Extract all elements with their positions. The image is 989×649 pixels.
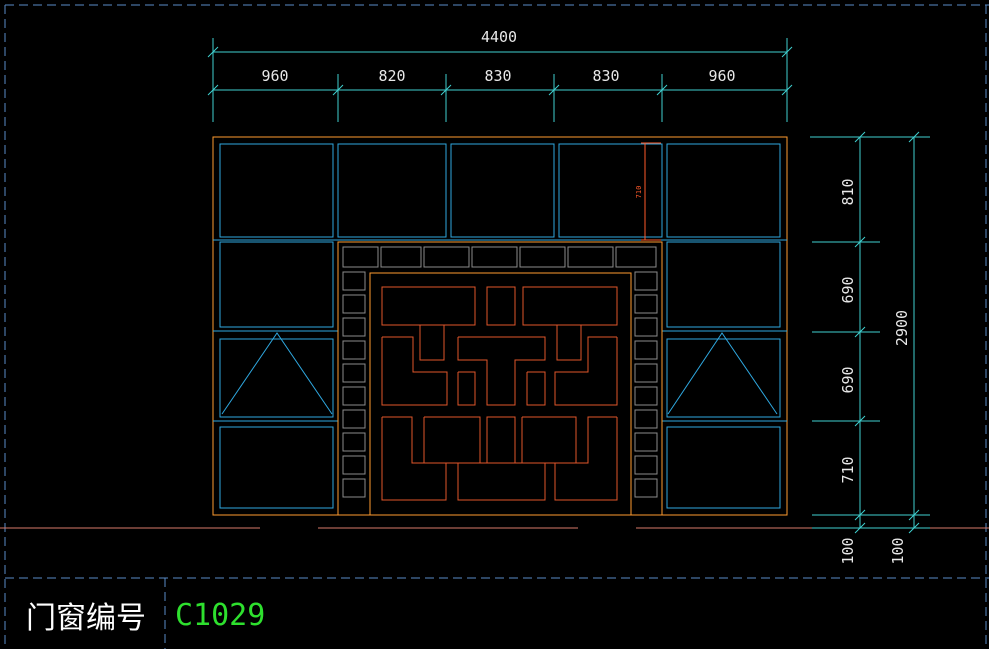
inner-small-dimension-label: 710 [635,186,643,199]
brick-pattern [342,246,658,498]
lattice-frame [369,272,632,516]
sheet-border [4,4,989,649]
bottom-offset-label-2: 100 [889,537,907,564]
window-outer-frame [212,136,788,516]
inner-small-dimension [641,142,661,241]
right-triangle-mark [667,332,778,415]
column-width-label-5: 960 [708,67,735,85]
column-width-label-1: 960 [261,67,288,85]
top-dimensions [207,38,793,122]
right-glass-panes [662,241,787,509]
row-height-label-3: 690 [839,366,857,393]
column-width-label-4: 830 [592,67,619,85]
left-glass-panes [213,241,338,509]
row-height-label-4: 710 [839,456,857,483]
column-width-label-2: 820 [378,67,405,85]
window-code: C1029 [175,598,265,633]
window-number-label: 门窗编号 [26,601,146,636]
row-height-label-2: 690 [839,276,857,303]
right-dimensions [810,131,930,534]
bottom-offset-label-1: 100 [839,537,857,564]
top-glass-panes [213,143,787,241]
row-height-label-1: 810 [839,178,857,205]
column-width-label-3: 830 [484,67,511,85]
brick-surround-frame [337,241,663,516]
overall-height-label: 2900 [893,310,911,346]
lattice-pattern [381,286,618,501]
overall-width-label: 4400 [481,28,517,46]
left-triangle-mark [221,332,333,415]
